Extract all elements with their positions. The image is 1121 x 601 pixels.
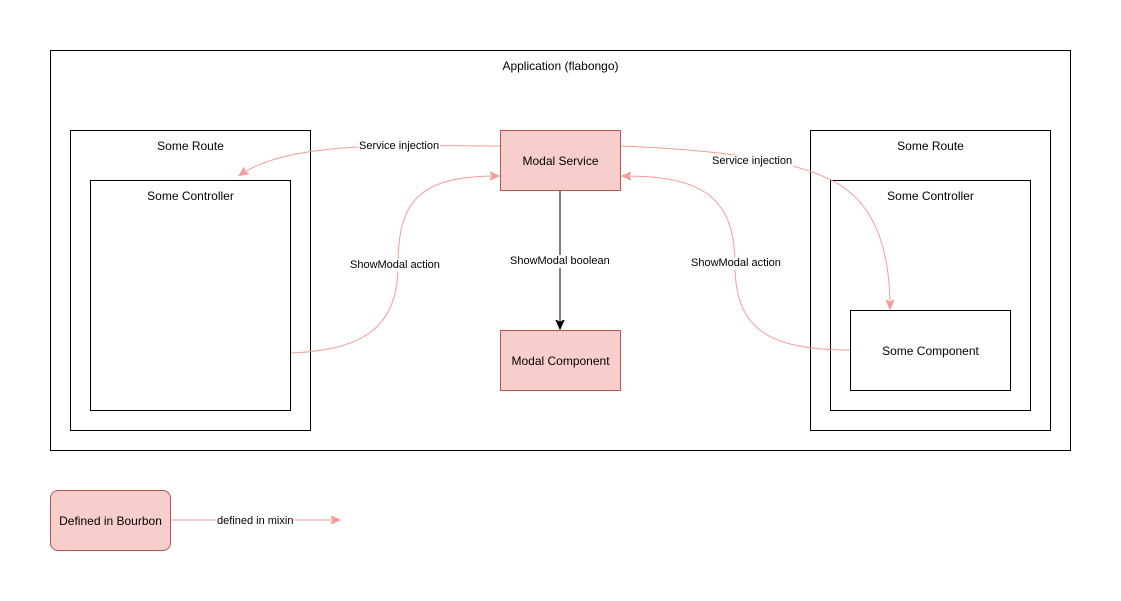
label-service-injection-right: Service injection — [711, 155, 794, 168]
label-showmodal-action-right: ShowModal action — [690, 257, 782, 270]
left-controller-title: Some Controller — [147, 189, 234, 203]
label-showmodal-action-left: ShowModal action — [349, 259, 441, 272]
legend-mixin-label: defined in mixin — [216, 515, 295, 528]
some-component-box: Some Component — [850, 310, 1011, 391]
legend-bourbon-box: Defined in Bourbon — [50, 490, 171, 551]
left-controller-box: Some Controller — [90, 180, 291, 411]
modal-service-label: Modal Service — [522, 153, 599, 168]
label-showmodal-boolean: ShowModal boolean — [509, 255, 611, 268]
application-title: Application (flabongo) — [502, 59, 619, 73]
right-controller-title: Some Controller — [887, 189, 974, 203]
left-route-title: Some Route — [157, 139, 224, 153]
right-route-title: Some Route — [897, 139, 964, 153]
modal-component-label: Modal Component — [511, 353, 610, 368]
legend-bourbon-label: Defined in Bourbon — [59, 513, 162, 528]
label-service-injection-left: Service injection — [358, 140, 441, 153]
modal-component-box: Modal Component — [500, 330, 621, 391]
some-component-label: Some Component — [882, 343, 979, 358]
modal-service-box: Modal Service — [500, 130, 621, 191]
